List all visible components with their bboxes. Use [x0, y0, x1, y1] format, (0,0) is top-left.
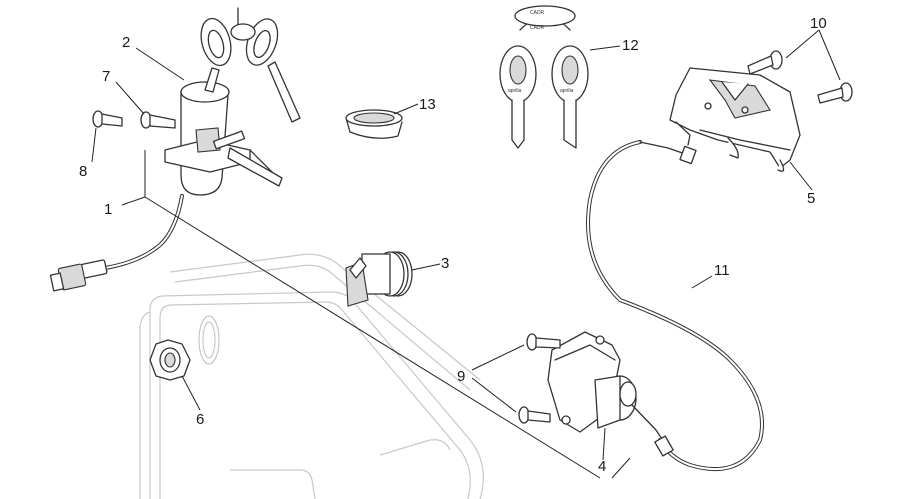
- callout-12: 12: [622, 37, 639, 54]
- callout-13: 13: [419, 96, 436, 113]
- part-5-seat-latch: [669, 67, 801, 172]
- part-9-screws: [518, 333, 561, 424]
- part-3-lock-cylinder: [345, 251, 413, 307]
- callout-6: 6: [196, 411, 204, 428]
- key-chip-mark: CADR: [530, 10, 545, 16]
- callout-10: 10: [810, 15, 827, 32]
- part-12-keys: CADR CADR aprilia aprilia: [499, 5, 589, 149]
- part-1-ignition-harness: [49, 194, 184, 292]
- key-brand-mark-left: aprilia: [508, 88, 522, 94]
- callout-8: 8: [79, 163, 87, 180]
- callout-7: 7: [102, 68, 110, 85]
- part-8-screw: [92, 110, 123, 128]
- part-11-seat-cable: [586, 140, 764, 472]
- part-2-ignition-lock: [164, 7, 301, 196]
- part-7-screw: [140, 111, 176, 129]
- key-brand-mark-right: aprilia: [560, 88, 574, 94]
- frame-outline: [139, 253, 484, 499]
- callout-5: 5: [807, 190, 815, 207]
- part-4-seat-lock-housing: [547, 331, 637, 433]
- leader-lines: [91, 29, 841, 479]
- part-10-screws: [747, 50, 853, 104]
- callout-2: 2: [122, 34, 130, 51]
- key-chip-mark-lower: CADR: [530, 25, 545, 31]
- callout-1: 1: [104, 201, 112, 218]
- part-13-bushing-ring: [345, 109, 403, 139]
- callout-4: 4: [598, 458, 606, 475]
- callout-11: 11: [714, 262, 730, 279]
- part-6-hex-nut: [149, 339, 191, 381]
- callout-3: 3: [441, 255, 449, 272]
- callout-9: 9: [457, 368, 465, 385]
- callout-numbers: 1 2 3 4 5 6 7 8 9 10 11 12 13: [79, 15, 827, 475]
